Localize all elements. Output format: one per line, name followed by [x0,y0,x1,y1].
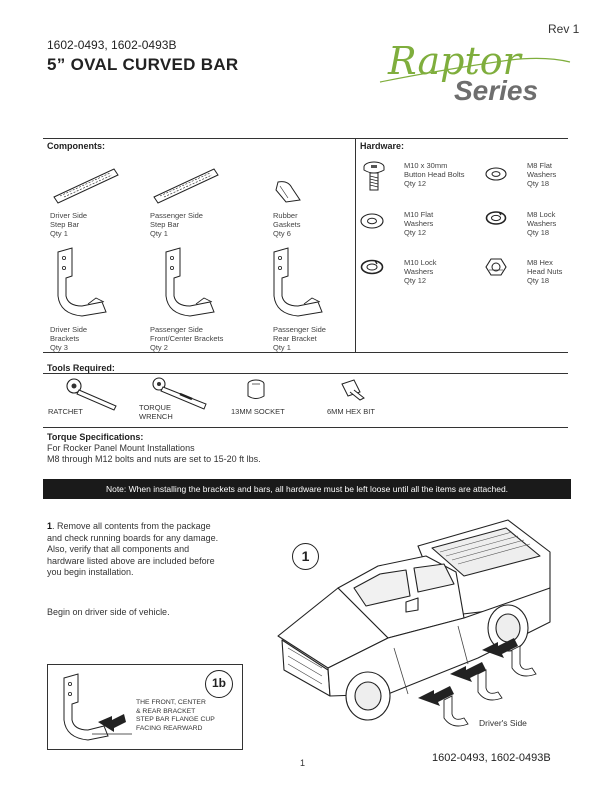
part-numbers-footer: 1602-0493, 1602-0493B [432,752,551,764]
raptor-series-logo: Raptor Series [370,30,580,110]
tool-hex-bit-label: 6MM HEX BIT [327,407,375,416]
tool-socket-label: 13MM SOCKET [231,407,285,416]
detail-1b-text: THE FRONT, CENTER & REAR BRACKET STEP BA… [136,699,215,732]
m8-flat-washer-icon [485,167,507,181]
begin-instruction: Begin on driver side of vehicle. [47,607,170,617]
m10-flat-washer-icon [360,213,384,229]
page-number: 1 [300,758,306,768]
passenger-rear-bracket-icon [273,247,323,317]
logo-series-text: Series [454,75,538,106]
driver-step-bar-icon [53,168,119,204]
document-title: 5” OVAL CURVED BAR [47,55,239,74]
logo-raptor-text: Raptor [387,39,524,83]
m10-lock-washer-icon [360,259,384,275]
truck-illustration [277,519,551,727]
torque-wrench-icon [152,377,207,410]
step-1b-callout: 1b [205,670,233,698]
m8-hex-nut-icon [485,258,507,276]
torque-heading: Torque Specifications: [47,432,144,442]
hardware-heading: Hardware: [360,141,405,151]
detail-bracket-icon [63,673,132,741]
detail-1b-box [47,664,243,750]
tools-heading: Tools Required: [47,363,115,373]
ratchet-icon [66,378,117,411]
components-heading: Components: [47,141,105,151]
loose-hardware-note: Note: When installing the brackets and b… [43,479,571,499]
driver-bracket-icon [57,247,107,317]
passenger-front-bracket-icon [165,247,215,317]
hex-bit-icon [341,379,365,401]
passenger-step-bar-icon [153,168,219,204]
revision-label: Rev 1 [548,22,580,36]
step-1-callout: 1 [292,543,319,570]
rubber-gasket-icon [275,181,301,203]
torque-specs: For Rocker Panel Mount Installations M8 … [47,443,261,464]
tool-ratchet-label: RATCHET [48,407,83,416]
socket-icon [247,379,265,399]
m8-lock-washer-icon [485,211,507,225]
part-numbers-header: 1602-0493, 1602-0493B [47,38,177,52]
driver-side-label: Driver's Side [479,718,527,728]
button-head-bolt-icon [363,161,385,191]
step-1-text: 1. Remove all contents from the package … [47,521,219,577]
